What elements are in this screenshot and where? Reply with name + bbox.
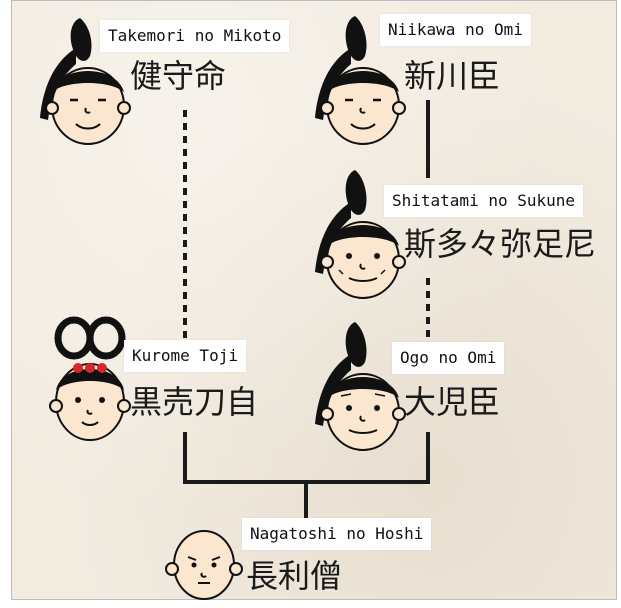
takemori-face-icon [30,8,140,152]
nagatoshi-face-icon [160,525,250,608]
shitatami-romaji-label: Shitatami no Sukune [384,185,584,217]
ogo-romaji-label: Ogo no Omi [392,342,505,374]
takemori-kanji-label: 健守命 [130,57,227,95]
shitatami-kanji-label: 斯多々弥足尼 [404,225,597,263]
takemori-romaji-label: Takemori no Mikoto [100,20,290,52]
kurome-kanji-label: 黒売刀自 [130,383,259,421]
nagatoshi-kanji-label: 長利僧 [246,557,343,595]
niikawa-face-icon [305,8,415,152]
kurome-face-icon [34,316,144,450]
kurome-romaji-label: Kurome Toji [124,340,246,372]
nagatoshi-romaji-label: Nagatoshi no Hoshi [242,518,432,550]
shitatami-face-icon [305,162,415,306]
niikawa-romaji-label: Niikawa no Omi [380,14,531,46]
ogo-face-icon [305,314,415,458]
ogo-kanji-label: 大児臣 [404,383,501,421]
niikawa-kanji-label: 新川臣 [404,57,501,95]
